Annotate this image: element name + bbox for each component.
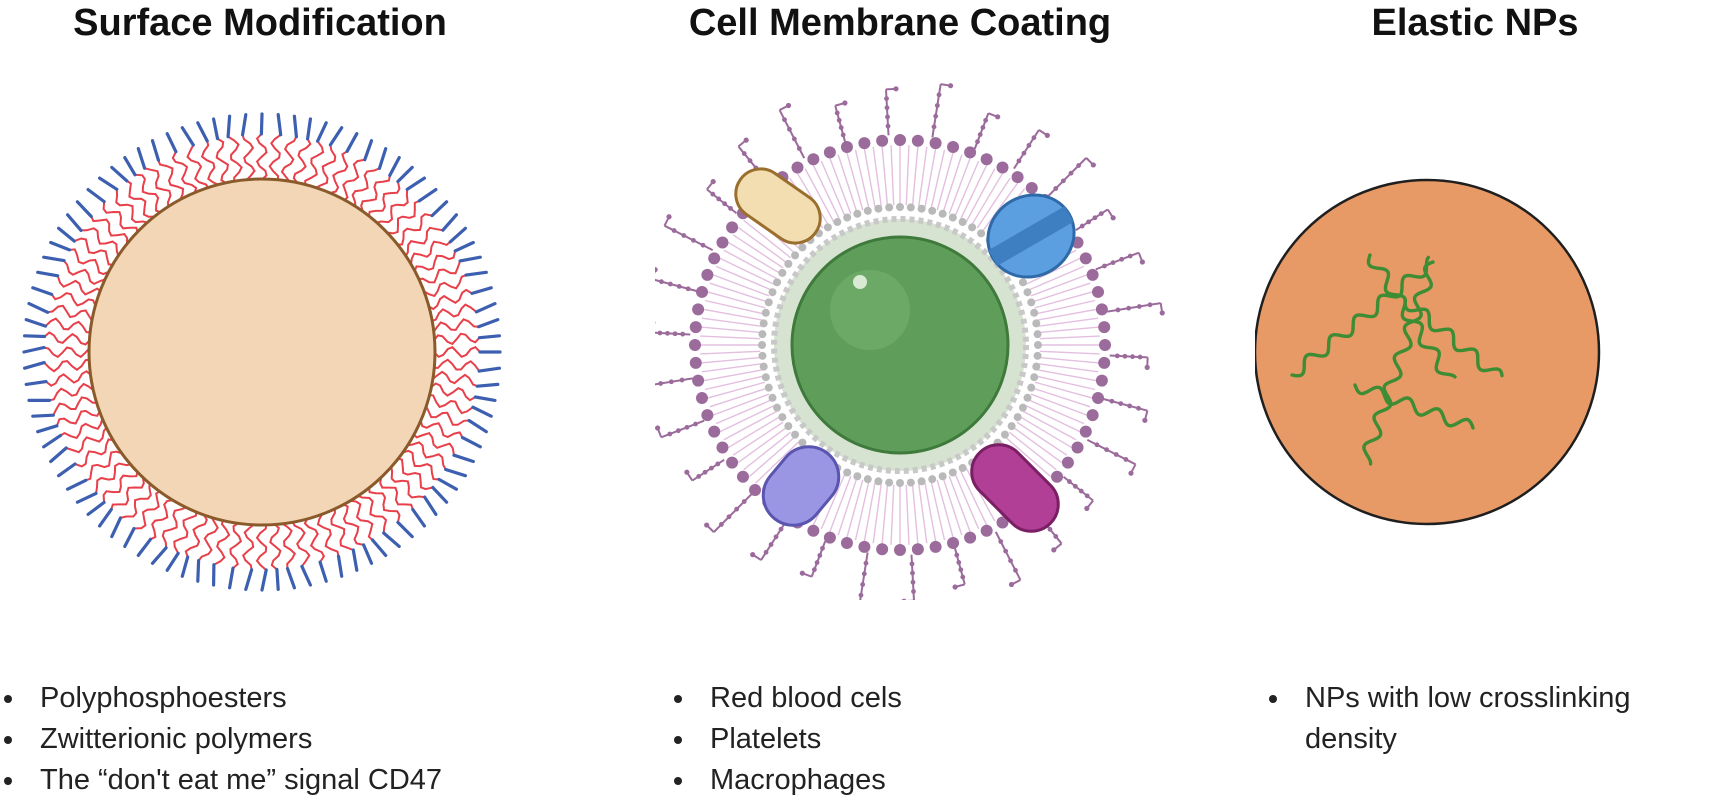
bullet-item: Platelets bbox=[670, 719, 902, 760]
elastic-nanoparticle-illustration bbox=[1255, 178, 1601, 526]
panel-title: Surface Modification bbox=[73, 2, 447, 44]
bullet-list: Red blood cels Platelets Macrophages bbox=[670, 678, 902, 801]
core-glint bbox=[853, 275, 867, 289]
membrane-coated-nanoparticle-illustration bbox=[655, 83, 1165, 600]
protein-beige bbox=[734, 167, 822, 245]
elastic-particle bbox=[1255, 178, 1601, 526]
glycan-chains bbox=[655, 83, 1165, 600]
bullet-item: NPs with low crosslinking density bbox=[1265, 678, 1715, 760]
bullet-list: Polyphosphoesters Zwitterionic polymers … bbox=[0, 678, 442, 801]
panel-elastic-nps: Elastic NPs NPs with low crosslinking de… bbox=[1255, 0, 1715, 804]
nanoparticle-core bbox=[87, 177, 437, 527]
panel-title: Cell Membrane Coating bbox=[688, 2, 1112, 44]
protein-magenta bbox=[970, 443, 1060, 533]
polymer-brush-layer bbox=[22, 112, 502, 592]
bullet-item: Polyphosphoesters bbox=[0, 678, 442, 719]
panel-title: Elastic NPs bbox=[1371, 2, 1579, 44]
bullet-item: The “don't eat me” signal CD47 bbox=[0, 760, 442, 801]
bullet-list: NPs with low crosslinking density bbox=[1265, 678, 1715, 760]
crosslinked-polymer-chains bbox=[1290, 253, 1504, 466]
bullet-item: Macrophages bbox=[670, 760, 902, 801]
bullet-item: Zwitterionic polymers bbox=[0, 719, 442, 760]
core-highlight bbox=[830, 270, 910, 350]
green-core bbox=[790, 235, 1010, 455]
protein-lavender bbox=[761, 445, 841, 527]
panel-surface-modification: Surface Modification Polyphosphoesters Z… bbox=[0, 0, 520, 804]
bullet-item: Red blood cels bbox=[670, 678, 902, 719]
pegylated-nanoparticle-illustration bbox=[22, 112, 502, 592]
protein-blue bbox=[986, 193, 1076, 279]
panel-cell-membrane-coating: Cell Membrane Coating Red blood cels Pla… bbox=[655, 0, 1165, 804]
